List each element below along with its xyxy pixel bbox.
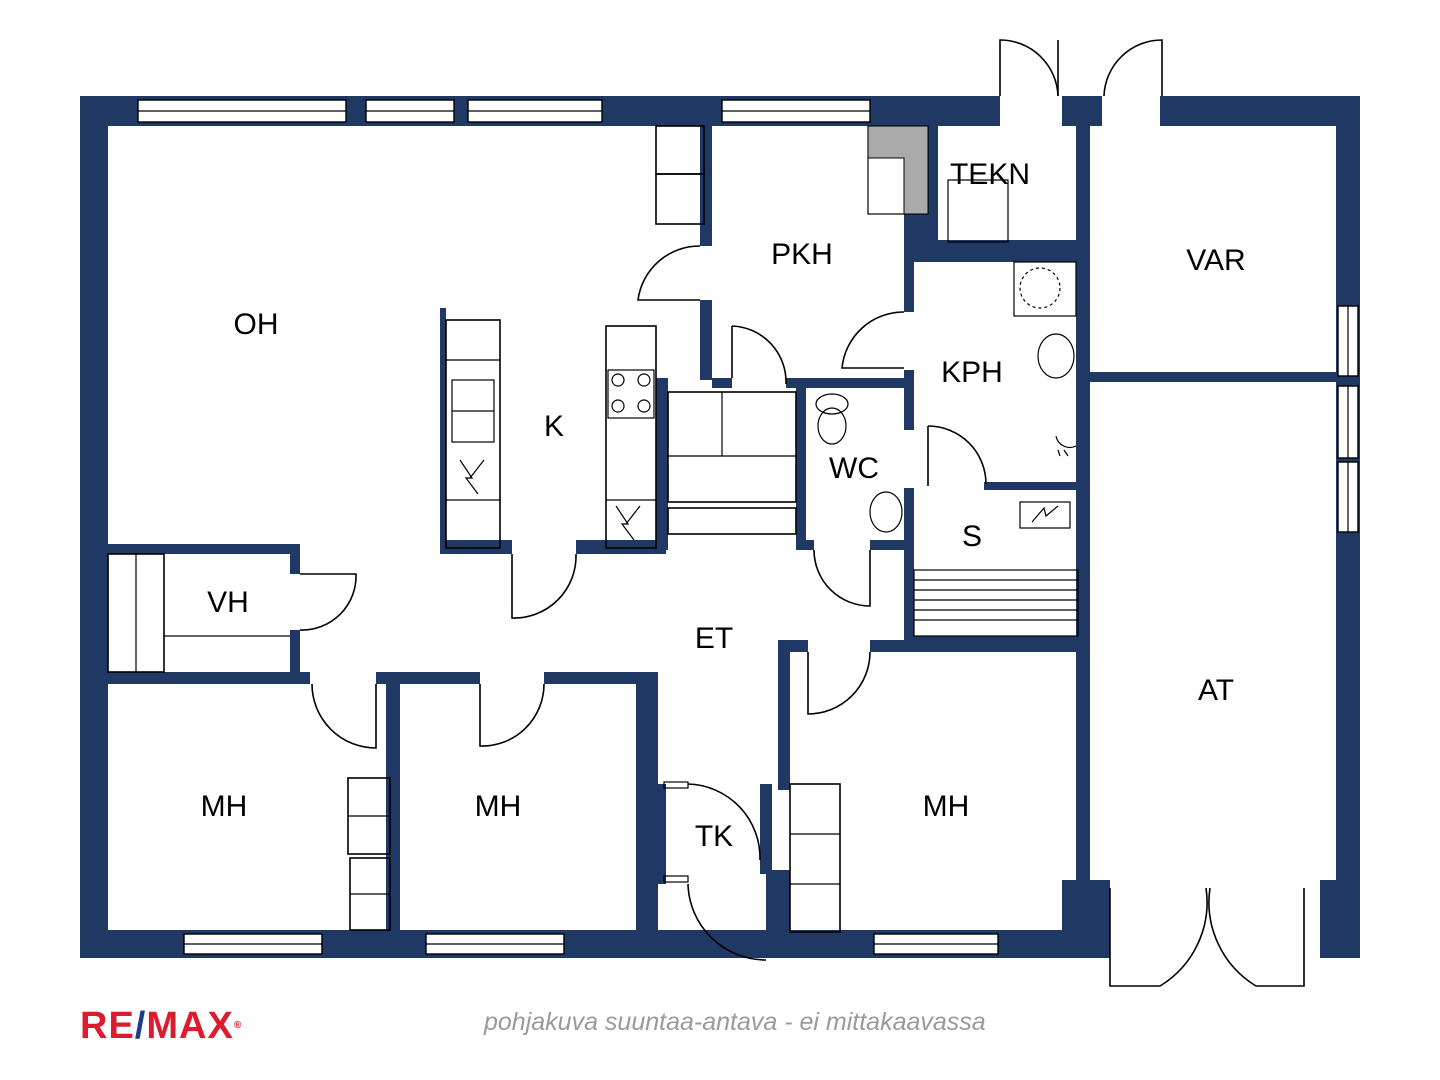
- logo-re: RE: [80, 1005, 135, 1047]
- doors: [299, 39, 1305, 987]
- logo-slash: /: [134, 1005, 147, 1047]
- room-label-mh-3: MH: [923, 790, 970, 823]
- room-label-var: VAR: [1186, 244, 1245, 277]
- room-label-et: ET: [695, 622, 733, 655]
- remax-logo: RE/MAX®: [80, 1006, 242, 1046]
- windows: [137, 99, 1359, 955]
- room-labels: OH K PKH TEKN VAR KPH WC S VH ET AT MH M…: [201, 158, 1246, 853]
- room-label-mh-2: MH: [475, 790, 522, 823]
- room-label-k: K: [544, 410, 564, 443]
- room-label-oh: OH: [234, 308, 279, 341]
- logo-registered: ®: [233, 1020, 243, 1031]
- room-label-tk: TK: [695, 820, 733, 853]
- room-label-at: AT: [1198, 674, 1234, 707]
- room-label-s: S: [962, 520, 982, 553]
- fixtures: [107, 125, 1079, 933]
- room-label-vh: VH: [207, 586, 249, 619]
- room-label-wc: WC: [829, 452, 879, 485]
- logo-max: MAX: [146, 1005, 234, 1047]
- room-label-mh-1: MH: [201, 790, 248, 823]
- room-label-pkh: PKH: [771, 238, 833, 271]
- room-label-tekn: TEKN: [950, 158, 1030, 191]
- room-label-kph: KPH: [941, 356, 1003, 389]
- sauna-benches: [913, 569, 1079, 637]
- disclaimer-note: pohjakuva suuntaa-antava - ei mittakaava…: [484, 1008, 986, 1036]
